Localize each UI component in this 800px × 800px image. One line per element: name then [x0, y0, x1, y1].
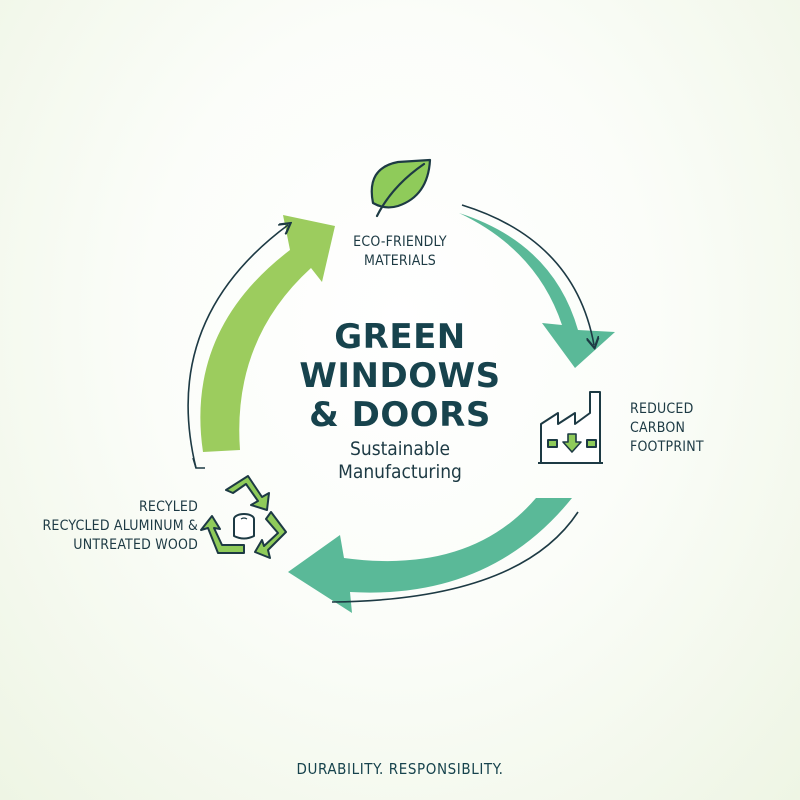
node-label-eco-friendly: ECO-FRIENDLY MATERIALS — [330, 233, 470, 271]
node-label-line: UNTREATED WOOD — [73, 537, 198, 553]
center-subtitle-line: Manufacturing — [338, 461, 462, 483]
recycle-icon — [200, 475, 287, 559]
cycle-arrow-left-top — [200, 215, 335, 452]
leaf-icon — [370, 158, 432, 218]
factory-icon — [538, 391, 603, 464]
node-label-line: FOOTPRINT — [630, 439, 704, 455]
center-title-line: & DOORS — [309, 395, 491, 435]
cycle-thin-arrow-top-right — [461, 204, 594, 345]
tagline: DURABILITY. RESPONSIBLITY. — [296, 760, 504, 778]
node-label-line: RECYCLED ALUMINUM & — [42, 518, 198, 534]
node-label-recycled: RECYLED RECYCLED ALUMINUM & UNTREATED WO… — [20, 498, 198, 555]
center-subtitle-line: Sustainable — [350, 438, 450, 460]
cycle-arrow-right-bottom — [288, 498, 572, 613]
cycle-arrow-top-right — [459, 213, 615, 368]
node-label-carbon: REDUCED CARBON FOOTPRINT — [630, 400, 780, 457]
cycle-thin-arrow-right-bottom — [331, 511, 579, 603]
node-label-line: REDUCED — [630, 401, 694, 417]
node-label-line: MATERIALS — [364, 253, 436, 269]
cycle-thin-arrow-left-top — [187, 225, 288, 469]
node-label-line: CARBON — [630, 420, 686, 436]
node-label-line: RECYLED — [138, 499, 198, 515]
center-title-line: WINDOWS — [299, 356, 501, 396]
node-label-line: ECO-FRIENDLY — [353, 234, 447, 250]
cycle-thin-arrow-left-tail — [192, 457, 205, 469]
center-title-line: GREEN — [334, 317, 466, 357]
center-subtitle: Sustainable Manufacturing — [250, 438, 550, 484]
center-title: GREEN WINDOWS & DOORS — [250, 318, 550, 435]
